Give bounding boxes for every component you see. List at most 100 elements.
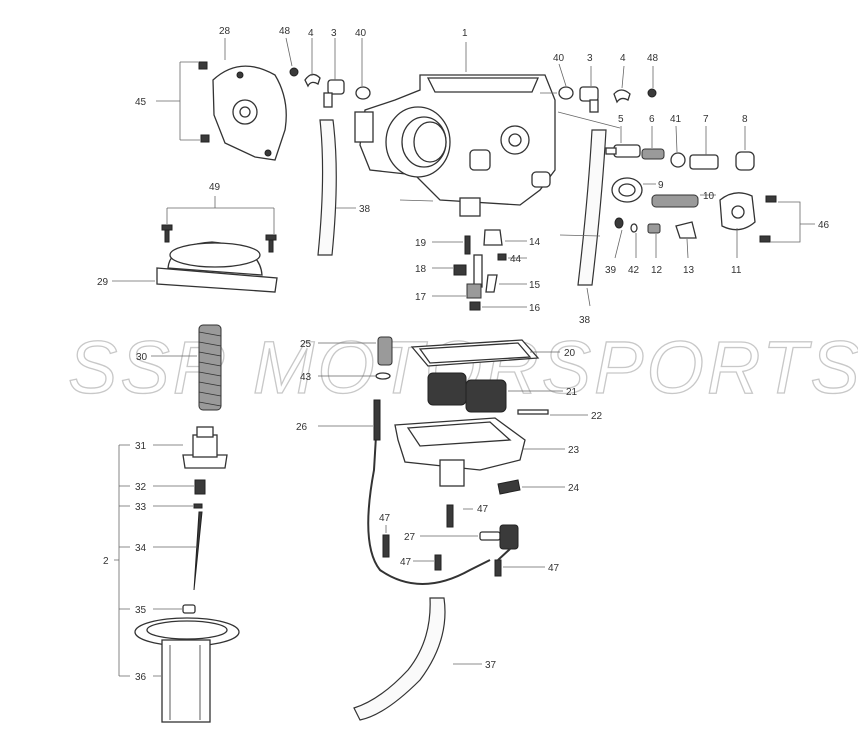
callout-10: 10 xyxy=(703,191,715,202)
callout-labels: 1 2 3 3 4 4 5 6 7 8 9 10 11 12 13 14 15 … xyxy=(97,26,830,683)
part-35-washer xyxy=(182,604,196,614)
part-26-choke-cable xyxy=(367,401,491,585)
part-32-spring xyxy=(194,479,206,495)
part-23-float-bowl xyxy=(394,417,526,487)
callout-46: 46 xyxy=(818,220,830,231)
part-43-oring xyxy=(375,372,391,380)
callout-45: 45 xyxy=(135,97,147,108)
callout-20: 20 xyxy=(564,348,576,359)
callout-38-left: 38 xyxy=(359,204,371,215)
part-27-sensor xyxy=(479,524,519,561)
callout-6: 6 xyxy=(649,114,655,125)
part-34-needle xyxy=(193,511,203,591)
part-4-clip xyxy=(304,73,321,88)
callout-19: 19 xyxy=(415,238,427,249)
part-38-hose-left xyxy=(317,119,337,256)
part-30-spring xyxy=(198,324,222,411)
part-5-valve xyxy=(605,144,641,158)
part-7-fitting xyxy=(689,154,719,170)
callout-7: 7 xyxy=(703,114,709,125)
part-28-top-cover xyxy=(212,65,287,161)
callout-27: 27 xyxy=(404,532,416,543)
callout-4-left: 4 xyxy=(308,28,314,39)
callout-23: 23 xyxy=(568,445,580,456)
callout-11: 11 xyxy=(731,265,742,276)
callout-14: 14 xyxy=(529,237,541,248)
callout-2: 2 xyxy=(103,556,109,567)
part-39-oring xyxy=(614,217,624,229)
callout-3-left: 3 xyxy=(331,28,337,39)
callout-3-right: 3 xyxy=(587,53,593,64)
callout-47-left: 47 xyxy=(379,513,391,524)
part-22-pin xyxy=(517,409,549,415)
callout-5: 5 xyxy=(618,114,624,125)
part-3-fitting xyxy=(323,79,345,108)
part-48-screw-right xyxy=(647,88,657,98)
part-29-diaphragm-cover xyxy=(156,241,278,293)
part-33-clip xyxy=(193,503,203,509)
callout-34: 34 xyxy=(135,543,147,554)
part-19-screw xyxy=(464,235,471,255)
callout-36: 36 xyxy=(135,672,147,683)
part-31-piston xyxy=(182,426,228,469)
callout-32: 32 xyxy=(135,482,147,493)
callout-15: 15 xyxy=(529,280,541,291)
callout-25: 25 xyxy=(300,339,312,350)
part-tube xyxy=(473,254,483,288)
part-18-nut xyxy=(453,264,467,276)
part-44-jet xyxy=(497,253,507,261)
callout-26: 26 xyxy=(296,422,308,433)
part-11-cover xyxy=(719,192,756,231)
callout-1: 1 xyxy=(462,28,468,39)
part-37-hose xyxy=(353,597,446,721)
callout-43: 43 xyxy=(300,372,312,383)
callout-40-left: 40 xyxy=(355,28,367,39)
callout-40-right: 40 xyxy=(553,53,565,64)
callout-47-top: 47 xyxy=(477,504,489,515)
callout-13: 13 xyxy=(683,265,695,276)
callout-16: 16 xyxy=(529,303,541,314)
callout-49: 49 xyxy=(209,182,221,193)
callout-21: 21 xyxy=(566,387,578,398)
callout-30: 30 xyxy=(136,352,148,363)
part-42-washer xyxy=(630,223,638,233)
part-8-cap xyxy=(735,151,755,171)
part-41-oring xyxy=(670,152,686,168)
part-1-carburetor-body xyxy=(354,74,556,217)
part-38-hose-right xyxy=(577,129,607,286)
part-6-spring xyxy=(641,148,665,160)
part-36-diaphragm-slide xyxy=(134,617,240,723)
part-16-screw xyxy=(469,301,481,311)
part-40-washer-right xyxy=(558,86,574,100)
callout-47-mid: 47 xyxy=(400,557,412,568)
part-15-jet xyxy=(485,274,498,293)
part-48-screw xyxy=(289,67,299,77)
callout-4-right: 4 xyxy=(620,53,626,64)
callout-42: 42 xyxy=(628,265,640,276)
part-17-holder xyxy=(466,283,482,299)
part-14-jet xyxy=(483,229,503,246)
part-45-screws xyxy=(198,61,210,143)
part-12-spring xyxy=(647,223,661,234)
part-40-washer xyxy=(355,86,371,100)
callout-18: 18 xyxy=(415,264,427,275)
callout-47-right: 47 xyxy=(548,563,560,574)
part-4-clip-right xyxy=(613,89,631,104)
callout-8: 8 xyxy=(742,114,748,125)
callout-38-right: 38 xyxy=(579,315,591,326)
callout-41: 41 xyxy=(670,114,682,125)
leader-lines xyxy=(112,37,815,677)
part-9-diaphragm xyxy=(611,177,643,203)
part-13-screw xyxy=(675,221,697,239)
callout-44: 44 xyxy=(510,254,522,265)
part-21-floats xyxy=(427,372,507,413)
callout-48-left: 48 xyxy=(279,26,291,37)
callout-33: 33 xyxy=(135,502,147,513)
callout-28: 28 xyxy=(219,26,231,37)
part-10-spring xyxy=(651,194,699,208)
part-3-fitting-right xyxy=(579,86,599,113)
part-47-screws xyxy=(382,504,502,577)
callout-39: 39 xyxy=(605,265,617,276)
